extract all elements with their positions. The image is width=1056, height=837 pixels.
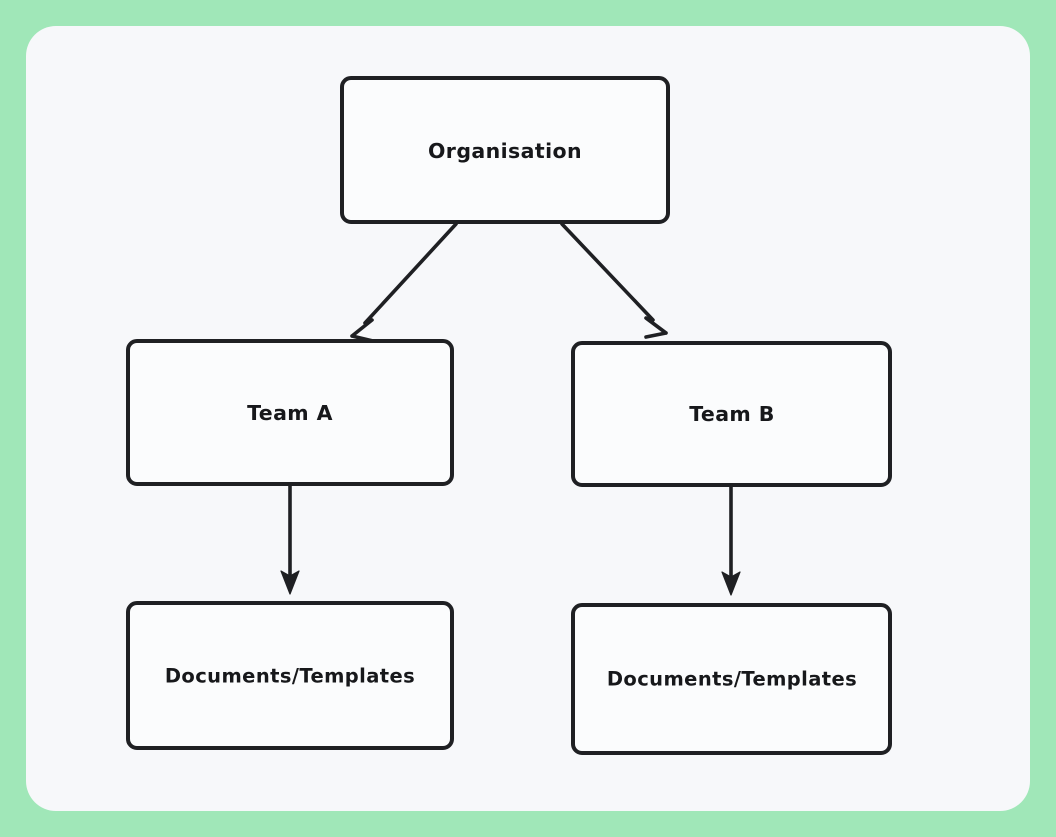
- edge-org-to-team-a-line: [363, 222, 458, 325]
- edge-org-to-team-b-arrowhead: [644, 316, 668, 339]
- node-organisation-label: Organisation: [428, 139, 582, 163]
- edge-org-to-team-b-line: [560, 222, 655, 322]
- node-organisation-box[interactable]: [340, 76, 670, 224]
- node-documents-templates-b[interactable]: Documents/Templates: [571, 603, 892, 755]
- node-team-b-label: Team B: [689, 402, 775, 426]
- node-documents-templates-b-label: Documents/Templates: [607, 668, 857, 691]
- node-documents-templates-b-box[interactable]: [571, 603, 892, 755]
- edge-org-to-team-a: [350, 222, 458, 343]
- node-documents-templates-a[interactable]: Documents/Templates: [126, 601, 454, 750]
- edge-team-b-to-docs-b: [721, 485, 741, 596]
- edge-team-a-to-docs-a: [280, 484, 300, 595]
- node-team-a-label: Team A: [247, 401, 333, 425]
- edge-team-b-to-docs-b-arrowhead: [721, 571, 741, 596]
- edge-team-a-to-docs-a-arrowhead: [280, 570, 300, 595]
- node-team-a[interactable]: Team A: [126, 339, 454, 486]
- node-documents-templates-a-label: Documents/Templates: [165, 665, 415, 688]
- node-organisation[interactable]: Organisation: [340, 76, 670, 224]
- node-team-b-box[interactable]: [571, 341, 892, 487]
- node-documents-templates-a-box[interactable]: [126, 601, 454, 750]
- node-team-b[interactable]: Team B: [571, 341, 892, 487]
- edge-org-to-team-b: [560, 222, 668, 339]
- node-team-a-box[interactable]: [126, 339, 454, 486]
- edge-org-to-team-a-arrowhead: [350, 318, 375, 343]
